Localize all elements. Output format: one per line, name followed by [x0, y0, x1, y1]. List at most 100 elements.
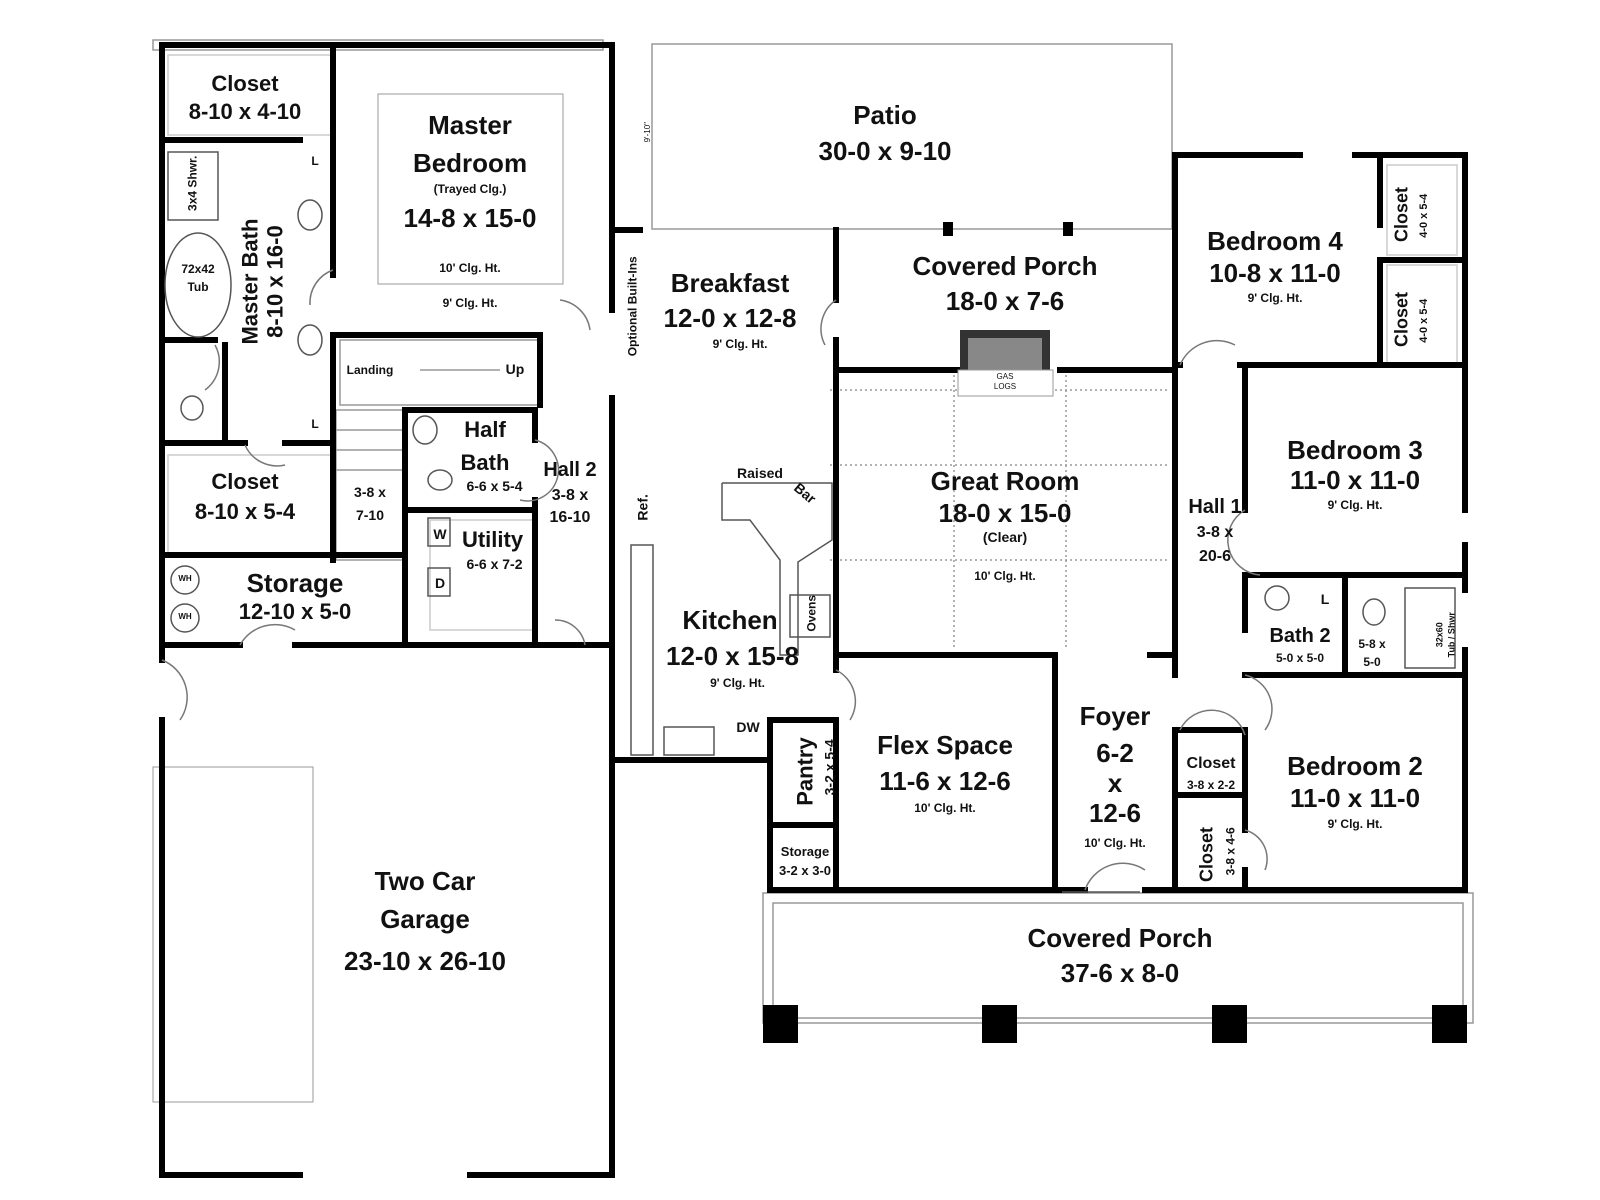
closet-hall-dims: 3-8 x 2-2 — [1186, 778, 1236, 792]
master-bedroom-name-1: Master — [428, 110, 512, 140]
storage-small-dims: 3-2 x 3-0 — [778, 863, 832, 878]
foyer-name: Foyer — [1079, 701, 1151, 731]
patio-dims: 30-0 x 9-10 — [818, 136, 952, 166]
water-heater-label: WH — [178, 612, 192, 621]
garage-dims: 23-10 x 26-10 — [344, 946, 506, 976]
breakfast-ceiling: 9' Clg. Ht. — [712, 337, 768, 351]
fixtures — [164, 151, 1456, 893]
stair-closet-dims-1: 3-8 x — [354, 484, 386, 500]
half-bath-name-1: Half — [464, 417, 506, 442]
patio-measure: 9'-10" — [642, 122, 652, 143]
storage-dims: 12-10 x 5-0 — [238, 599, 352, 624]
raised-bar — [721, 482, 833, 656]
water-heater-icon — [170, 565, 200, 595]
great-room-ceiling: 10' Clg. Ht. — [974, 569, 1036, 583]
master-bedroom-name-2: Bedroom — [412, 148, 528, 178]
bedroom2-name: Bedroom 2 — [1287, 751, 1423, 781]
bedroom2-ceiling: 9' Clg. Ht. — [1327, 817, 1383, 831]
column — [1432, 1005, 1467, 1043]
closet-hall-name: Closet — [1186, 755, 1236, 772]
master-bath-dims: 8-10 x 16-0 — [262, 225, 288, 338]
breakfast-dims: 12-0 x 12-8 — [663, 303, 797, 333]
closet-mid-name: Closet — [211, 469, 279, 494]
flex-space-dims: 11-6 x 12-6 — [879, 766, 1011, 796]
walls — [159, 42, 1468, 1178]
landing-label: Landing — [346, 363, 394, 377]
kitchen-dims: 12-0 x 15-8 — [666, 641, 799, 671]
dishwasher-label: DW — [736, 719, 760, 735]
breakfast-name: Breakfast — [670, 268, 790, 298]
sink-icon — [297, 324, 323, 356]
half-bath-name-2: Bath — [460, 450, 510, 475]
shower-label: 3x4 Shwr. — [185, 155, 200, 211]
raised-bar-label-raised: Raised — [737, 465, 783, 481]
tub-shower-label-1: 32x60 — [1434, 622, 1445, 648]
bedroom3-ceiling: 9' Clg. Ht. — [1327, 498, 1383, 512]
closet-b2-name: Closet — [1196, 826, 1217, 882]
kitchen-ceiling: 9' Clg. Ht. — [710, 676, 765, 690]
gas-logs-label-1: GAS — [996, 372, 1014, 381]
gas-logs-label-2: LOGS — [993, 382, 1017, 391]
half-bath-dims: 6-6 x 5-4 — [466, 478, 523, 494]
doors — [161, 269, 1273, 891]
hall2-dims-2: 16-10 — [549, 509, 591, 526]
ovens-label: Ovens — [804, 594, 819, 632]
garage-door-outline — [152, 766, 314, 1103]
bath2-dims: 5-0 x 5-0 — [1275, 651, 1325, 665]
master-bedroom-ceiling-inner: 10' Clg. Ht. — [439, 261, 501, 275]
foyer-dims-1: 6-2 — [1096, 738, 1134, 768]
closet-b4a-dims: 4-0 x 5-4 — [1418, 193, 1431, 238]
covered-porch-front-dims: 37-6 x 8-0 — [1060, 958, 1180, 988]
front-porch-outline — [762, 892, 1474, 1024]
patio-name: Patio — [853, 100, 917, 130]
column — [982, 1005, 1017, 1043]
closet-b4b-name: Closet — [1391, 291, 1412, 347]
patio-outline — [651, 43, 1173, 230]
closet-b2-dims: 3-8 x 4-6 — [1223, 827, 1238, 876]
great-room-note: (Clear) — [982, 529, 1028, 545]
kitchen-name: Kitchen — [682, 605, 778, 635]
kitchen-sink-icon — [663, 726, 715, 756]
foyer-dims-3: 12-6 — [1088, 798, 1142, 828]
closet-b4a-name: Closet — [1391, 186, 1412, 242]
master-bedroom-dims: 14-8 x 15-0 — [403, 203, 537, 233]
porch-columns — [763, 222, 1467, 1043]
water-heater-icon — [170, 603, 200, 633]
hall1-name: Hall 1 — [1188, 496, 1242, 518]
dryer-label: D — [434, 575, 446, 591]
lav-label: L — [311, 417, 319, 431]
closet-top-dims: 8-10 x 4-10 — [188, 99, 302, 124]
bedroom2-dims: 11-0 x 11-0 — [1289, 783, 1421, 813]
linen-dims-1: 5-8 x — [1358, 637, 1386, 651]
tub-label-1: 72x42 — [181, 262, 215, 276]
flex-space-name: Flex Space — [877, 730, 1013, 760]
sink-icon — [1264, 585, 1290, 611]
water-heater-label: WH — [178, 574, 192, 583]
hall1-dims-2: 20-6 — [1198, 548, 1232, 565]
column — [763, 1005, 798, 1043]
bedroom4-ceiling: 9' Clg. Ht. — [1247, 291, 1303, 305]
hall2-name: Hall 2 — [543, 459, 597, 481]
bedroom3-dims: 11-0 x 11-0 — [1289, 465, 1421, 495]
great-room-name: Great Room — [930, 466, 1080, 496]
pantry-dims: 3-2 x 5-4 — [821, 739, 838, 796]
column — [1212, 1005, 1247, 1043]
garage-name-2: Garage — [380, 904, 470, 934]
covered-porch-front-name: Covered Porch — [1027, 923, 1213, 953]
garage-name-1: Two Car — [374, 866, 476, 896]
tub-icon — [1404, 587, 1456, 669]
master-bedroom-note: (Trayed Clg.) — [433, 182, 507, 196]
lav-label: L — [311, 154, 319, 168]
stairs-up-label: Up — [505, 361, 525, 377]
washer-label: W — [433, 526, 447, 542]
foyer-dims-2: x — [1107, 768, 1123, 798]
stair-closet-dims-2: 7-10 — [355, 507, 385, 523]
closet-b4b-dims: 4-0 x 5-4 — [1418, 298, 1431, 343]
hall1-dims-1: 3-8 x — [1196, 524, 1234, 541]
storage-name: Storage — [246, 568, 344, 598]
great-room-dims: 18-0 x 15-0 — [938, 498, 1072, 528]
tray-ceiling-outline — [377, 93, 564, 285]
foyer-ceiling: 10' Clg. Ht. — [1084, 836, 1146, 850]
sink-icon — [412, 415, 438, 445]
